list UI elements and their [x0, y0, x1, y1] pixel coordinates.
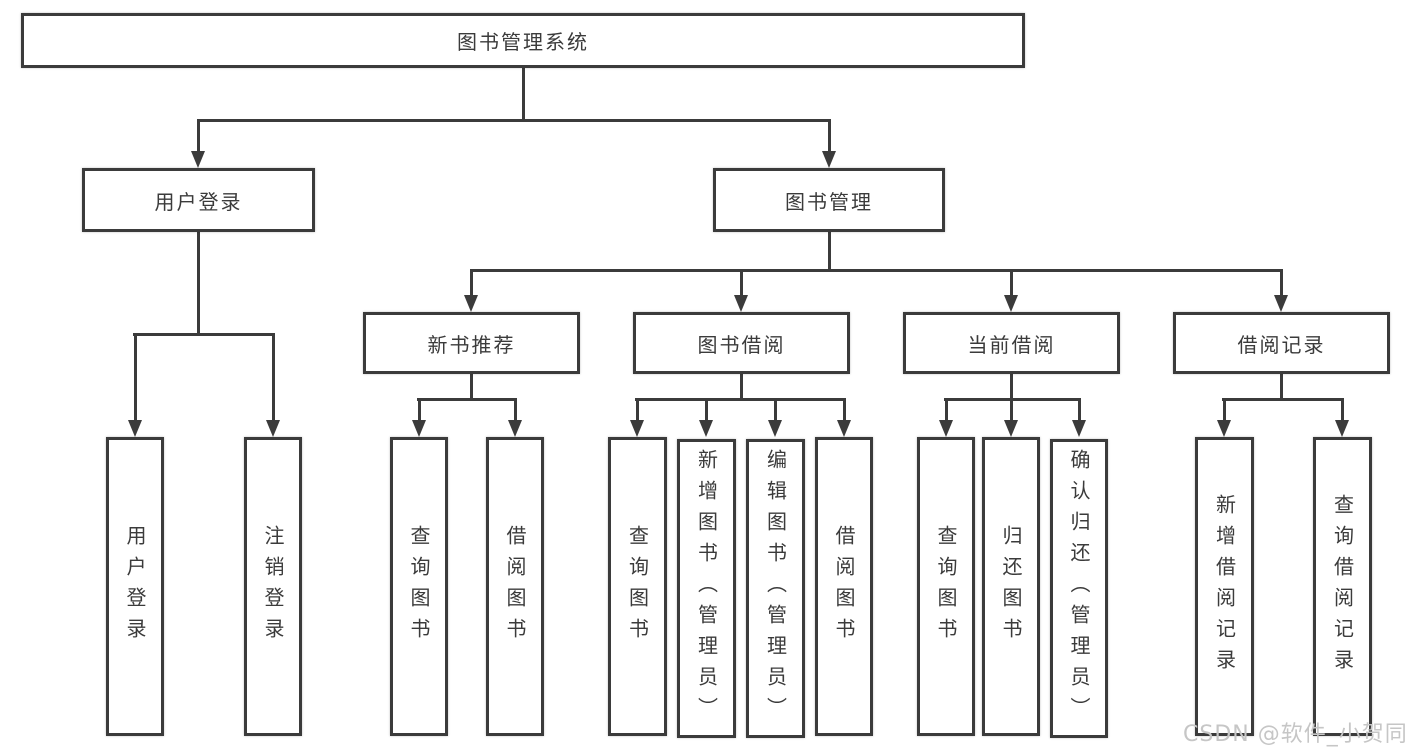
connector-line	[1222, 398, 1343, 401]
node-library-management-system: 图书管理系统	[21, 13, 1025, 68]
arrow-down-icon	[734, 295, 748, 312]
connector-line	[197, 119, 200, 154]
node-label: 查询图书	[625, 524, 650, 649]
connector-line	[272, 333, 275, 423]
node-label: 图书借阅	[697, 332, 786, 357]
arrow-down-icon	[939, 420, 953, 437]
connector-line	[843, 398, 846, 423]
connector-line	[133, 333, 275, 336]
arrow-down-icon	[630, 420, 644, 437]
leaf-query-books-borrowing: 查询图书	[608, 437, 667, 736]
leaf-edit-book-admin: 编辑图书（管理员）	[746, 439, 805, 738]
connector-line	[418, 398, 421, 423]
connector-line	[945, 398, 948, 423]
connector-line	[197, 119, 831, 122]
node-label: 借阅图书	[503, 524, 527, 649]
connector-line	[417, 398, 517, 401]
connector-line	[1078, 398, 1081, 423]
connector-line	[470, 374, 473, 401]
node-label: 借阅记录	[1237, 332, 1326, 357]
connector-line	[470, 269, 1283, 272]
connector-line	[134, 333, 137, 423]
leaf-return-book: 归还图书	[982, 437, 1040, 736]
arrow-down-icon	[508, 420, 522, 437]
node-user-login: 用户登录	[82, 168, 315, 232]
arrow-down-icon	[191, 151, 205, 168]
connector-line	[636, 398, 639, 423]
arrow-down-icon	[412, 420, 426, 437]
node-book-management: 图书管理	[713, 168, 945, 232]
node-label: 新增借阅记录	[1212, 493, 1237, 680]
node-label: 查询图书	[934, 524, 958, 649]
leaf-add-book-admin: 新增图书（管理员）	[677, 439, 736, 738]
leaf-add-borrow-record: 新增借阅记录	[1195, 437, 1254, 736]
arrow-down-icon	[768, 420, 782, 437]
connector-line	[740, 269, 743, 297]
arrow-down-icon	[266, 420, 280, 437]
connector-line	[635, 398, 845, 401]
node-label: 新书推荐	[427, 332, 516, 357]
node-book-borrowing: 图书借阅	[633, 312, 850, 374]
node-label: 编辑图书（管理员）	[763, 449, 788, 728]
node-label: 归还图书	[999, 524, 1023, 649]
arrow-down-icon	[1072, 420, 1086, 437]
leaf-query-borrow-record: 查询借阅记录	[1313, 437, 1372, 736]
node-label: 用户登录	[154, 189, 243, 214]
connector-line	[1280, 269, 1283, 297]
arrow-down-icon	[837, 420, 851, 437]
connector-line	[1280, 374, 1283, 401]
arrow-down-icon	[822, 151, 836, 168]
leaf-query-books-recommend: 查询图书	[390, 437, 448, 736]
arrow-down-icon	[1004, 295, 1018, 312]
arrow-down-icon	[128, 420, 142, 437]
watermark: CSDN @软件_小贺同学	[1183, 722, 1405, 747]
node-label: 查询借阅记录	[1330, 493, 1355, 680]
node-label: 新增图书（管理员）	[694, 449, 719, 728]
connector-line	[522, 68, 525, 120]
connector-line	[740, 374, 743, 401]
leaf-confirm-return-admin: 确认归还（管理员）	[1050, 439, 1108, 738]
arrow-down-icon	[1274, 295, 1288, 312]
connector-line	[1341, 398, 1344, 423]
leaf-user-login: 用户登录	[106, 437, 164, 736]
connector-line	[705, 398, 708, 423]
node-label: 用户登录	[123, 524, 147, 649]
connector-line	[828, 119, 831, 154]
node-label: 图书管理系统	[457, 30, 589, 54]
connector-line	[828, 232, 831, 272]
arrow-down-icon	[1004, 420, 1018, 437]
node-label: 确认归还（管理员）	[1067, 449, 1091, 728]
node-label: 当前借阅	[967, 332, 1056, 357]
arrow-down-icon	[1335, 420, 1349, 437]
arrow-down-icon	[464, 295, 478, 312]
connector-line	[1010, 398, 1013, 423]
arrow-down-icon	[1217, 420, 1231, 437]
node-label: 注销登录	[261, 524, 285, 649]
node-label: 借阅图书	[832, 524, 856, 649]
node-borrowing-records: 借阅记录	[1173, 312, 1390, 374]
connector-line	[197, 232, 200, 336]
connector-line	[774, 398, 777, 423]
node-label: 图书管理	[785, 189, 873, 214]
leaf-borrow-books-borrowing: 借阅图书	[815, 437, 873, 736]
arrow-down-icon	[699, 420, 713, 437]
node-new-book-recommend: 新书推荐	[363, 312, 580, 374]
connector-line	[1223, 398, 1226, 423]
leaf-logout: 注销登录	[244, 437, 302, 736]
leaf-borrow-books-recommend: 借阅图书	[486, 437, 544, 736]
node-label: 查询图书	[407, 524, 431, 649]
leaf-query-books-current: 查询图书	[917, 437, 975, 736]
connector-line	[1010, 374, 1013, 401]
connector-line	[1010, 269, 1013, 297]
connector-line	[514, 398, 517, 423]
connector-line	[470, 269, 473, 297]
node-current-borrowing: 当前借阅	[903, 312, 1120, 374]
